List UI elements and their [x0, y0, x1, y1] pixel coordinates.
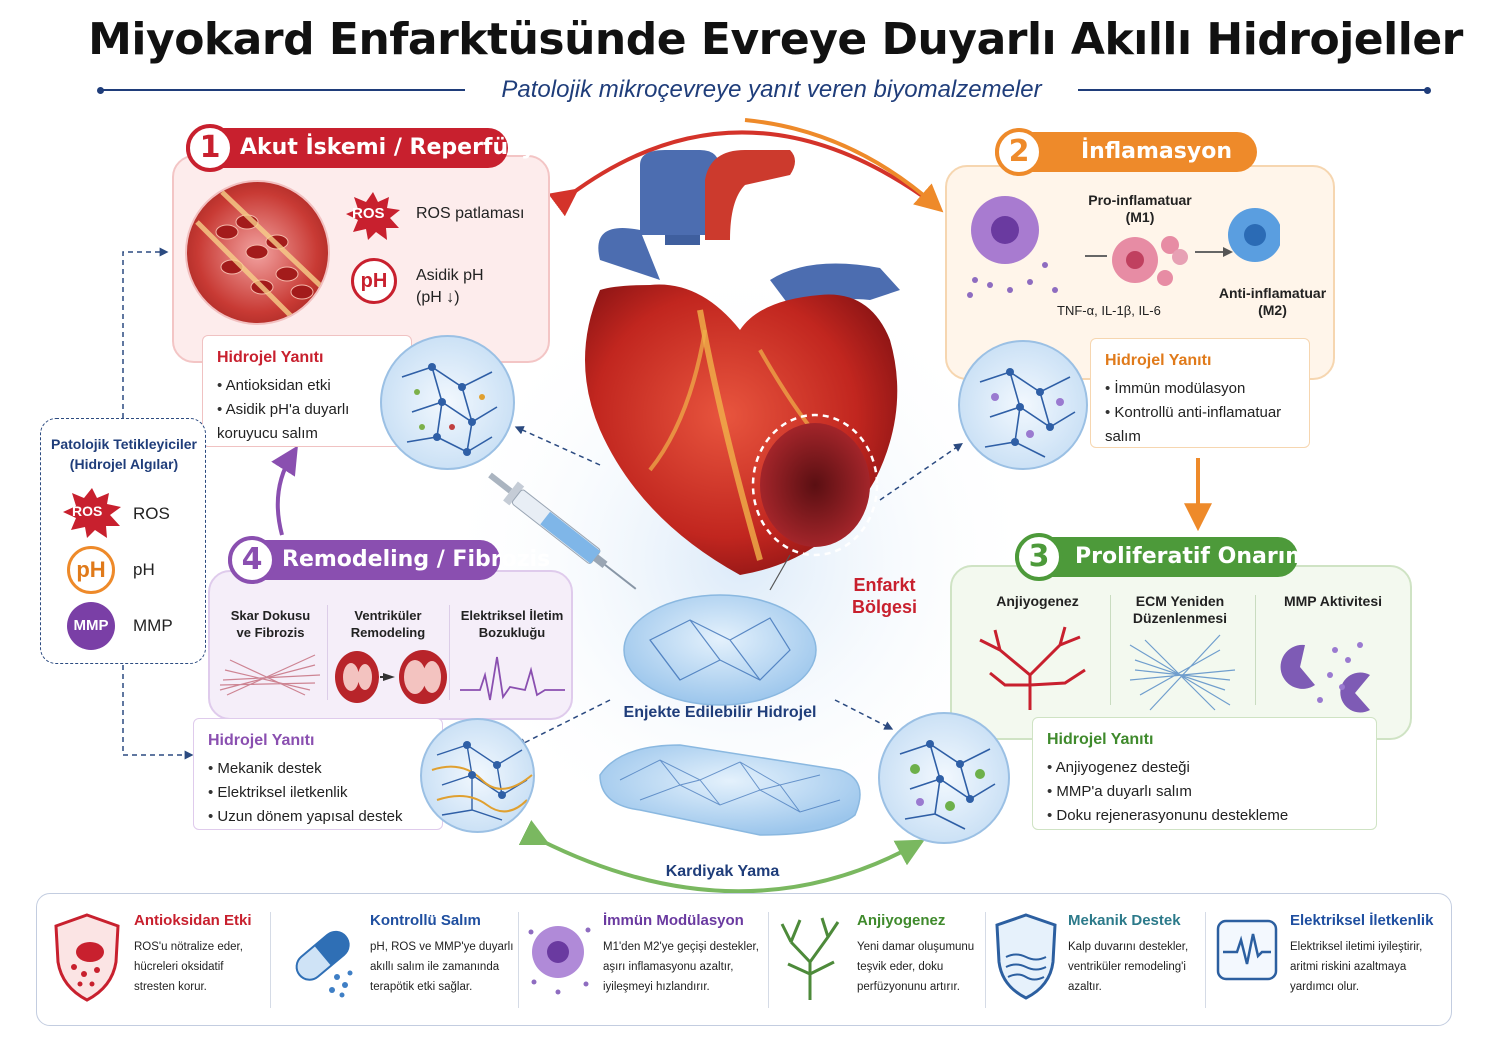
- anti-inflammatory-label: Anti-inflamatuar(M2): [1218, 285, 1327, 318]
- stage2-response: Hidrojel Yanıtı İmmün modülasyon Kontrol…: [1090, 338, 1310, 448]
- page-subtitle: Patolojik mikroçevreye yanıt veren biyom…: [501, 76, 1042, 103]
- pro-inflammatory-label: Pro-inflamatuar(M1): [1088, 192, 1192, 225]
- arrow-stage4-to-1: [271, 445, 298, 536]
- stage4-header: 4 Remodeling / Fibrozis: [228, 536, 550, 584]
- subtitle-divider-left: [97, 86, 465, 94]
- stage3-number: 3: [1015, 533, 1063, 581]
- stage2-response-item: İmmün modülasyon: [1105, 377, 1295, 401]
- stage2-hydrogel-network: [958, 340, 1088, 470]
- ecg-icon: [1216, 919, 1278, 981]
- stage4-number: 4: [228, 536, 276, 584]
- cardiac-patch-label: Kardiyak Yama: [665, 863, 780, 880]
- pathologic-triggers-box: [40, 418, 206, 664]
- stage4-response-title: Hidrojel Yanıtı: [208, 732, 315, 749]
- stage3-response-title: Hidrojel Yanıtı: [1047, 731, 1154, 748]
- angiogenesis-label: Anjiyogenez: [996, 593, 1079, 609]
- stage1-response: Hidrojel Yanıtı Antioksidan etki Asidik …: [202, 335, 412, 447]
- stage2-response-item: Kontrollü anti-inflamatuar salım: [1105, 401, 1295, 449]
- stage2-header: 2 İnflamasyon: [995, 128, 1257, 176]
- ph-trigger-badge: pH: [67, 546, 115, 594]
- stage4-hydrogel-network: [420, 718, 535, 833]
- stage3-illustrations: [979, 626, 1370, 713]
- cytokines-label: TNF-α, IL-1β, IL-6: [1057, 303, 1161, 318]
- mmp-trigger-label: MMP: [133, 616, 173, 635]
- top-cycle-arrow: [548, 130, 937, 217]
- ventricle-remodeling-icon: [335, 650, 447, 704]
- vessel-cross-section-image: [185, 180, 330, 325]
- stage1-response-item: Antioksidan etki: [217, 374, 397, 398]
- triggers-title: Patolojik Tetikleyiciler(Hidrojel Algıla…: [50, 436, 198, 472]
- ph-badge: pH: [351, 258, 397, 304]
- mmp-activity-label: MMP Aktivitesi: [1283, 593, 1383, 609]
- angiogenesis-icon: [979, 626, 1086, 710]
- ros-badge-label: ROS: [352, 205, 385, 222]
- injectable-hydrogel-label: Enjekte Edilebilir Hidrojel: [623, 704, 817, 721]
- stage4-title: Remodeling / Fibrozis: [282, 547, 551, 572]
- macrophage-polarization-illustration: [967, 196, 1280, 298]
- subtitle-divider-right: [1078, 86, 1431, 94]
- stage2-response-title: Hidrojel Yanıtı: [1105, 352, 1212, 369]
- mmp-enzyme-icon: [1280, 642, 1370, 713]
- mmp-trigger-badge: MMP: [67, 602, 115, 650]
- scar-tissue-icon: [219, 654, 321, 696]
- acidic-ph-label: Asidik pH: [416, 267, 484, 284]
- ros-trigger-badge: ROS: [72, 503, 103, 519]
- injectable-hydrogel-blob: [623, 594, 817, 706]
- stage3-response-item: MMP'a duyarlı salım: [1047, 780, 1362, 804]
- vessel-branch-icon: [780, 917, 840, 1000]
- stage4-response-item: Mekanik destek: [208, 757, 428, 781]
- stage1-header: 1 Akut İskemi / Reperfüzyon: [186, 124, 566, 172]
- ros-burst-label: ROS patlaması: [416, 205, 525, 222]
- shield-icon: [54, 913, 120, 1002]
- macrophage-icon: [528, 926, 591, 995]
- capsule-icon: [295, 930, 353, 998]
- stage4-response: Hidrojel Yanıtı Mekanik destek Elektriks…: [193, 718, 443, 830]
- benefit-immune-modulation: İmmün Modülasyon M1'den M2'ye geçişi des…: [603, 912, 759, 993]
- infarct-zone: [760, 423, 870, 547]
- stage3-response: Hidrojel Yanıtı Anjiyogenez desteği MMP'…: [1032, 717, 1377, 830]
- stage4-panel: [208, 570, 573, 720]
- stage3-title: Proliferatif Onarım: [1075, 544, 1309, 569]
- ros-trigger-label: ROS: [133, 504, 170, 523]
- stage1-number: 1: [186, 124, 234, 172]
- syringe-illustration: [488, 472, 637, 590]
- page-title: Miyokard Enfarktüsünde Evreye Duyarlı Ak…: [88, 14, 1463, 65]
- stage3-response-item: Doku rejenerasyonunu destekleme: [1047, 804, 1362, 828]
- stage2-title: İnflamasyon: [1081, 139, 1232, 164]
- ecg-disturbed-icon: [460, 656, 565, 701]
- stage4-response-item: Elektriksel iletkenlik: [208, 781, 428, 805]
- stage4-illustrations: [219, 650, 565, 704]
- cardiac-patch: [599, 744, 861, 836]
- stage3-response-item: Anjiyogenez desteği: [1047, 756, 1362, 780]
- mechanical-shield-icon: [995, 913, 1057, 1000]
- heart-illustration: [585, 150, 900, 591]
- stage1-response-title: Hidrojel Yanıtı: [217, 349, 324, 366]
- stage3-hydrogel-network: [878, 712, 1010, 844]
- benefit-controlled-release: Kontrollü Salım pH, ROS ve MMP'ye duyarl…: [370, 912, 514, 993]
- benefits-legend: [36, 893, 1452, 1026]
- stage1-response-item: Asidik pH'a duyarlı koruyucu salım: [217, 398, 397, 446]
- benefit-electrical-conductivity: Elektriksel İletkenlik Elektriksel ileti…: [1290, 912, 1434, 993]
- ros-trigger-icon: [63, 488, 121, 538]
- bottom-cycle-arrow: [518, 819, 925, 894]
- benefit-mechanical-support: Mekanik Destek Kalp duvarını destekler,v…: [1068, 912, 1189, 993]
- stage2-number: 2: [995, 128, 1043, 176]
- ph-trigger-label: pH: [133, 560, 155, 579]
- stage4-response-item: Uzun dönem yapısal destek: [208, 805, 428, 829]
- acidic-ph-sub: (pH ↓): [416, 289, 460, 306]
- stage1-hydrogel-network: [380, 335, 515, 470]
- ecm-fiber-icon: [1129, 634, 1236, 711]
- benefit-antioxidant: Antioksidan Etki ROS'u nötralize eder,hü…: [134, 912, 252, 993]
- ros-burst-icon: [346, 192, 400, 240]
- stage3-header: 3 Proliferatif Onarım: [1015, 533, 1308, 581]
- stage1-title: Akut İskemi / Reperfüzyon: [240, 135, 567, 160]
